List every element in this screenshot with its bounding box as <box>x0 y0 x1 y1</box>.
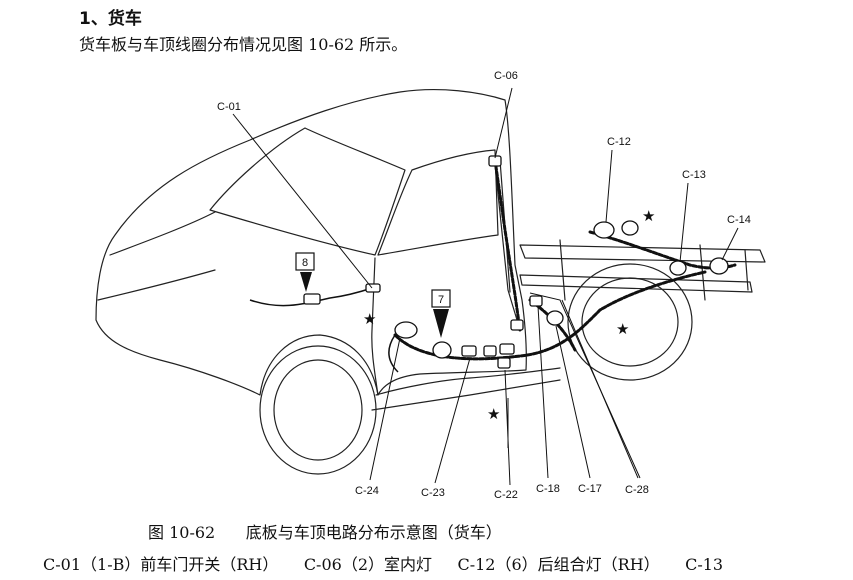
box-7 <box>431 289 451 308</box>
side-window-outline <box>377 149 499 256</box>
label-c13: C-13 <box>682 169 706 181</box>
leader-c24 <box>369 337 401 481</box>
label-c01: C-01 <box>217 101 241 113</box>
connector-c24-body <box>394 321 418 339</box>
label-c23: C-23 <box>421 487 445 499</box>
legend-detail: （1-B）前车门开关（RH） <box>81 555 279 574</box>
arrow-8 <box>300 272 312 292</box>
front-wheel <box>259 345 377 475</box>
rear-wheel <box>567 263 693 381</box>
legend-detail: （6）后组合灯（RH） <box>495 555 660 574</box>
legend-code: C-06 <box>303 555 342 574</box>
label-c06: C-06 <box>494 70 518 82</box>
leader-c23 <box>434 357 471 484</box>
connector-pillar-body <box>510 319 524 331</box>
section-heading: 1、货车 <box>79 9 142 29</box>
legend-code: C-01 <box>43 555 82 574</box>
star-mark: ★ <box>363 310 376 328</box>
star-mark: ★ <box>616 320 629 338</box>
connector-c01-body <box>365 283 381 293</box>
label-c14: C-14 <box>727 214 751 226</box>
leader-c13 <box>679 182 689 263</box>
legend-detail: （2）室内灯 <box>341 555 433 574</box>
connector-c14-body <box>709 257 729 275</box>
frame-rail-rear <box>519 274 753 293</box>
connector-c12-body <box>593 221 615 239</box>
connector-c08-body <box>303 293 321 305</box>
star-mark: ★ <box>642 207 655 225</box>
cab-outline <box>95 88 527 396</box>
box-7-label: 7 <box>438 294 444 306</box>
harness-roof <box>493 158 522 332</box>
leader-c17 <box>555 325 591 479</box>
connector-legend: C-01（1-B）前车门开关（RH） C-06（2）室内灯 C-12（6）后组合… <box>43 551 723 575</box>
figure-title: 底板与车顶电路分布示意图（货车） <box>245 523 502 542</box>
label-c24: C-24 <box>355 485 379 497</box>
leader-c18 <box>537 305 549 479</box>
connector-c18-body <box>529 295 543 307</box>
windshield-outline <box>209 127 406 256</box>
label-c18: C-18 <box>536 483 560 495</box>
connector-c23-body <box>432 341 452 359</box>
legend-code: C-13 <box>685 555 724 574</box>
box-8 <box>295 252 315 271</box>
leader-c14 <box>721 227 739 261</box>
label-c22: C-22 <box>494 489 518 501</box>
leader-c06 <box>494 87 513 159</box>
figure-caption: 图 10-62 底板与车顶电路分布示意图（货车） <box>148 519 502 543</box>
frame-rail-front <box>519 244 766 263</box>
connector-c22-body <box>497 357 511 369</box>
label-c12: C-12 <box>607 136 631 148</box>
arrow-7 <box>433 309 449 338</box>
intro-paragraph: 货车板与车顶线圈分布情况见图 10-62 所示。 <box>79 35 408 54</box>
star-mark: ★ <box>487 405 500 423</box>
label-c28: C-28 <box>625 484 649 496</box>
leader-c01 <box>232 113 373 289</box>
label-c17: C-17 <box>578 483 602 495</box>
figure-number: 图 10-62 <box>148 523 216 542</box>
leader-c12 <box>605 149 613 223</box>
connector-c17-body <box>546 310 564 326</box>
box-8-label: 8 <box>302 257 308 269</box>
legend-code: C-12 <box>457 555 496 574</box>
connector-c13-body <box>669 260 687 276</box>
